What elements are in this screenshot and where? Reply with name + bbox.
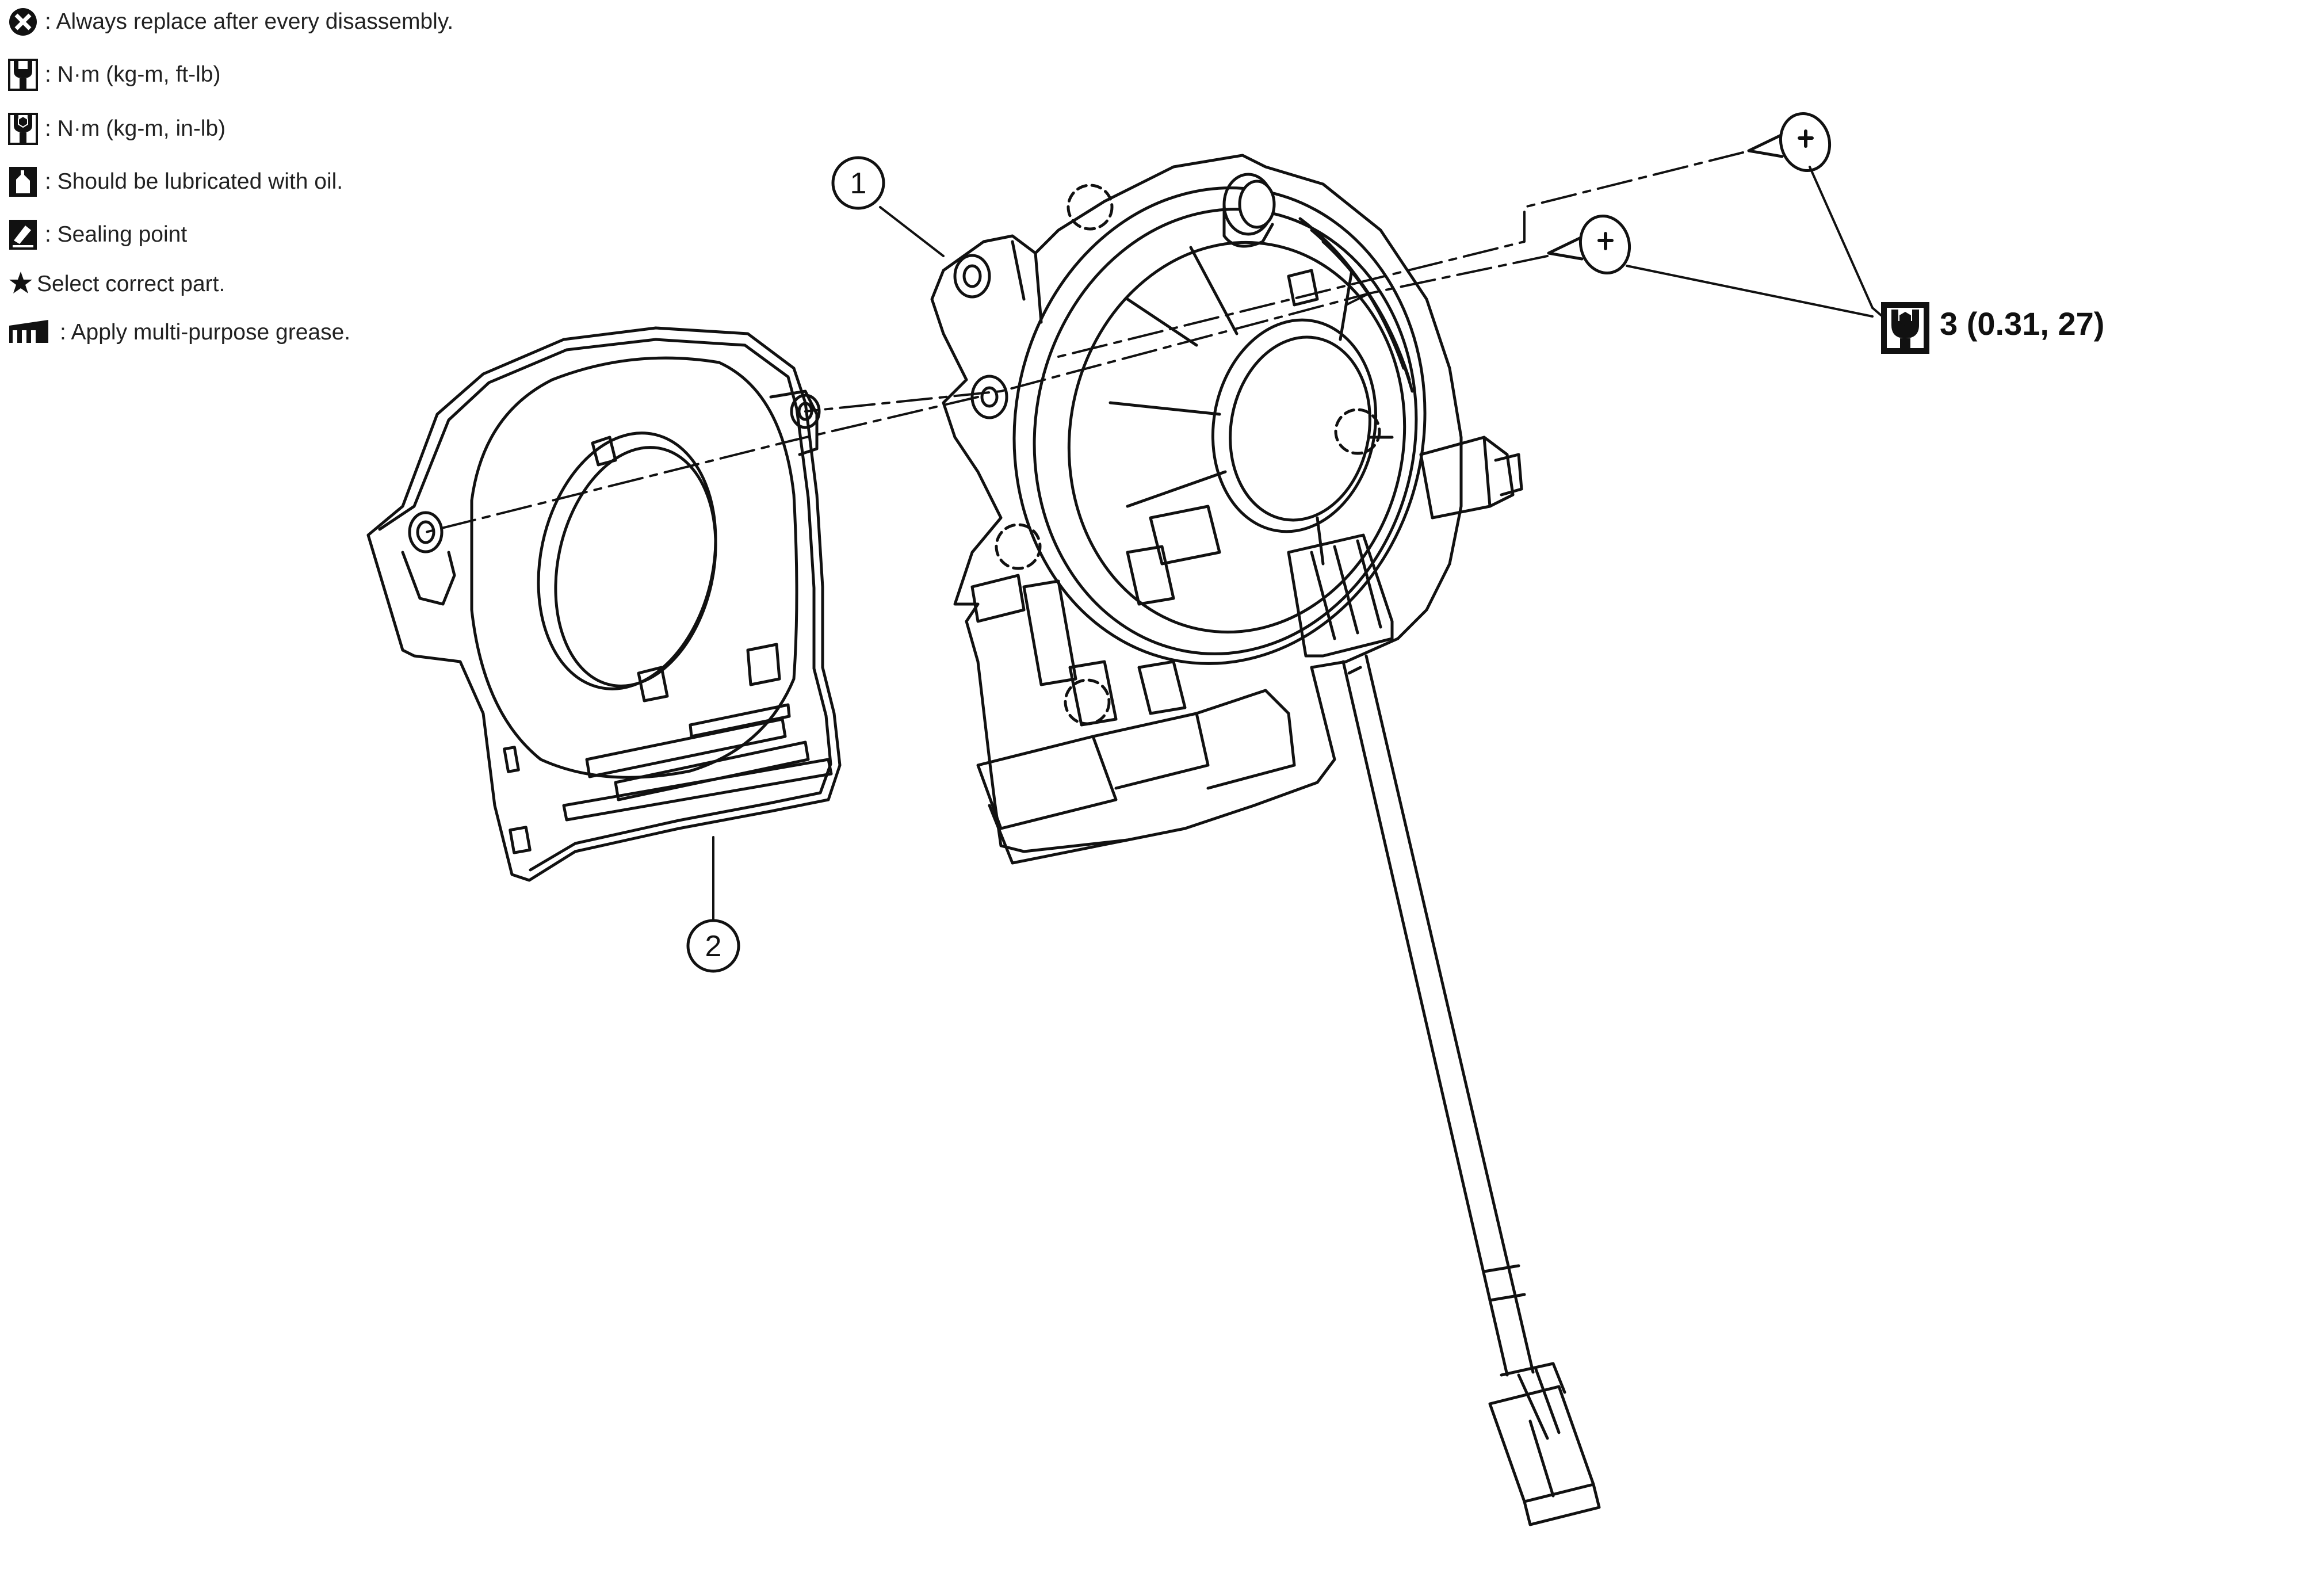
callout-2: 2 (686, 919, 740, 973)
torque-in-lb-icon (8, 113, 38, 145)
callout-2-label: 2 (705, 930, 722, 963)
legend-text: : N·m (kg-m, ft-lb) (45, 62, 221, 87)
torque-spec-icon (1881, 302, 1929, 354)
screw-upper (1747, 112, 1832, 173)
oil-can-icon (9, 167, 37, 197)
legend-text: : N·m (kg-m, in-lb) (45, 116, 226, 141)
star-icon (9, 272, 32, 293)
legend-text: : Should be lubricated with oil. (45, 169, 343, 194)
callout-1-label: 1 (850, 167, 867, 200)
grease-icon (9, 320, 48, 343)
legend-text: : Sealing point (45, 222, 188, 247)
callout-1: 1 (831, 156, 885, 210)
legend-text: : Always replace after every disassembly… (45, 9, 454, 34)
always-replace-icon (9, 8, 37, 36)
torque-ft-lb-icon (8, 59, 38, 91)
legend-text: : Apply multi-purpose grease. (60, 320, 351, 345)
assembly-axis-lines (425, 151, 1744, 533)
sealing-point-icon (9, 220, 37, 250)
leader-lines (712, 166, 1882, 922)
torque-spec-label: 3 (0.31, 27) (1940, 306, 2105, 342)
screw-lower (1547, 214, 1631, 275)
steering-angle-sensor (366, 326, 842, 882)
spiral-cable (930, 154, 1601, 1526)
legend-text: Select correct part. (37, 272, 225, 296)
